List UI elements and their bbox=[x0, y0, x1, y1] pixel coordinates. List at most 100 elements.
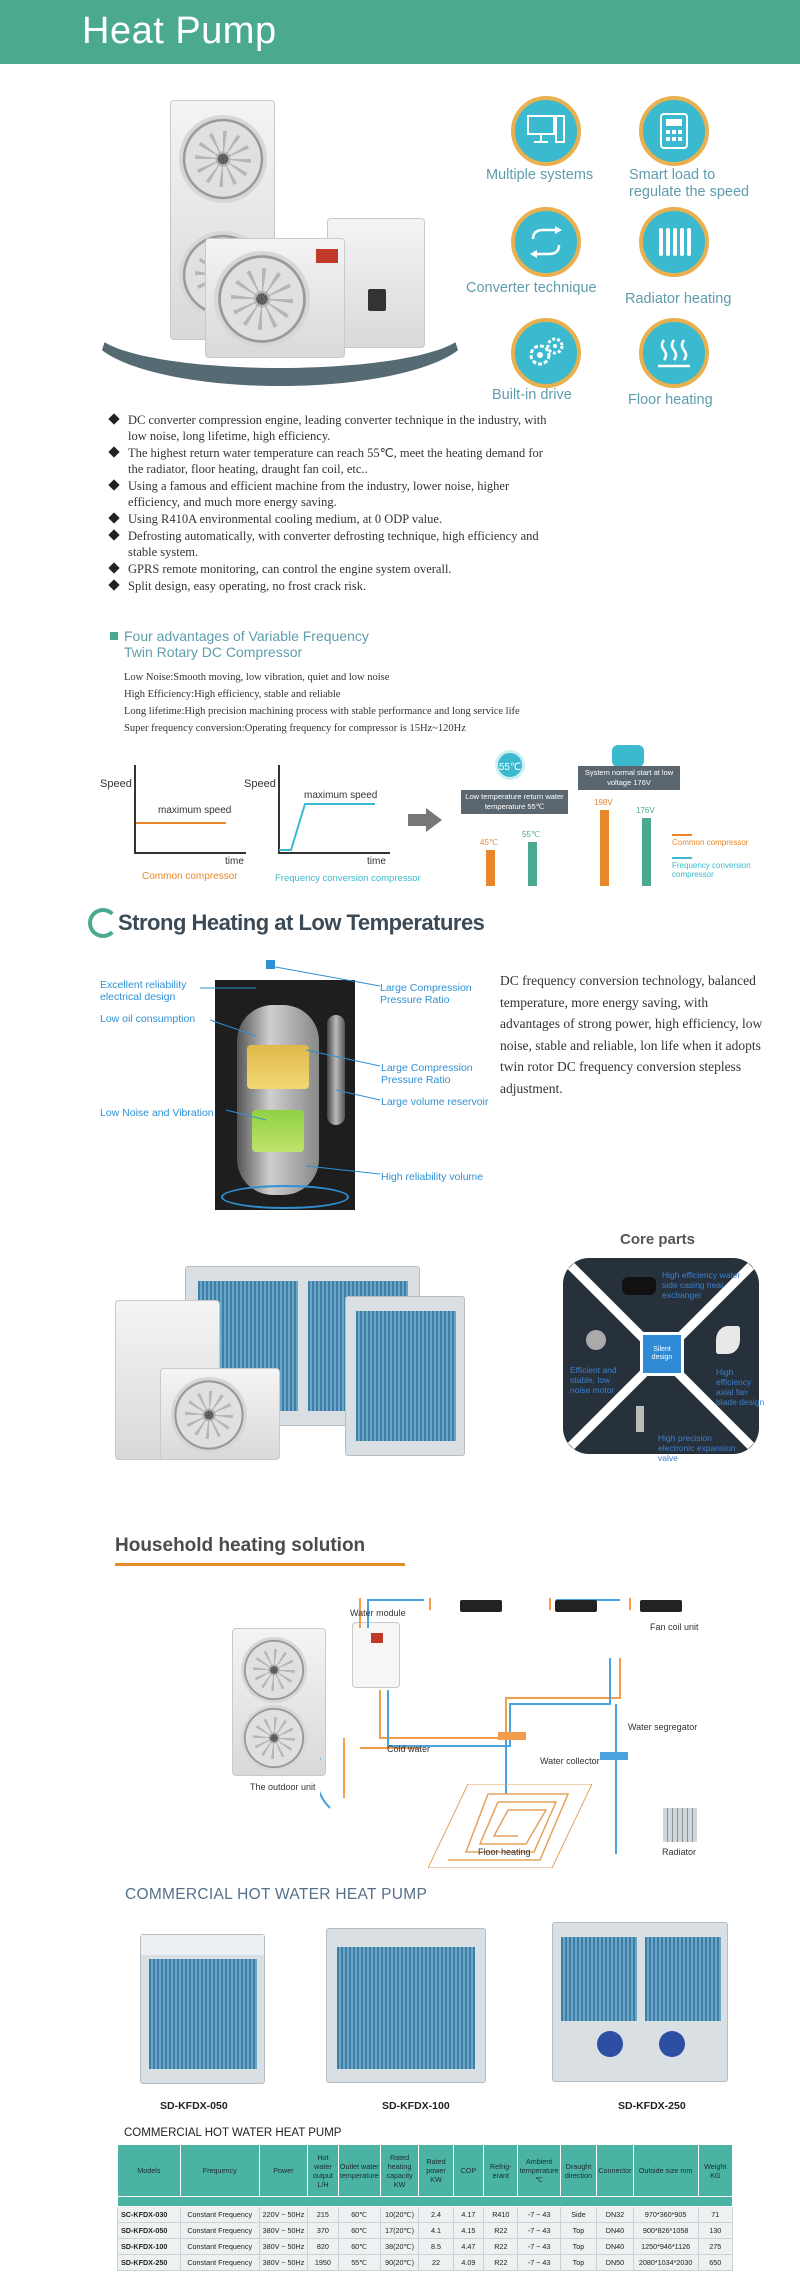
bullet-item: Using R410A environmental cooling medium… bbox=[108, 511, 548, 527]
grille bbox=[561, 1937, 637, 2021]
speed-chart-right-xlabel: time bbox=[367, 856, 386, 867]
bullet-item: Using a famous and efficient machine fro… bbox=[108, 478, 548, 510]
callout-noise: Low Noise and Vibration bbox=[100, 1107, 214, 1119]
table-cell: Constant Frequency bbox=[179, 2254, 260, 2271]
fan-icon bbox=[241, 1637, 307, 1703]
table-cell: 2080*1034*2030 bbox=[632, 2254, 699, 2271]
compressor-rotor bbox=[252, 1110, 304, 1152]
gears-icon bbox=[529, 337, 564, 366]
chart-value-label: 198V bbox=[594, 798, 613, 807]
table-cell: 10(20℃) bbox=[379, 2206, 420, 2223]
callout-pressure-2: Large Compression Pressure Ratio bbox=[381, 1062, 473, 1086]
col-header: Draught direction bbox=[559, 2144, 598, 2197]
table-cell: 970*360*905 bbox=[632, 2206, 699, 2223]
bullet-item: DC converter compression engine, leading… bbox=[108, 412, 548, 444]
feature-label: Floor heating bbox=[628, 392, 713, 408]
label-water-module: Water module bbox=[350, 1608, 406, 1618]
bar-chart-2: 198V 176V bbox=[594, 796, 658, 886]
table-cell: -7 ~ 43 bbox=[517, 2222, 561, 2239]
table-cell: 4.09 bbox=[452, 2254, 485, 2271]
advantages-title: Four advantages of Variable Frequency bbox=[124, 628, 369, 644]
pump-icon bbox=[659, 2031, 685, 2057]
core-parts-title: Core parts bbox=[620, 1231, 696, 1248]
bullet-item: The highest return water temperature can… bbox=[108, 445, 548, 477]
diamond-icon bbox=[108, 579, 120, 591]
col-header: Weight KG bbox=[697, 2144, 734, 2197]
legend-swatch-frequency bbox=[672, 857, 692, 859]
bar-chart-1-box-label: Low temperature return water temperature… bbox=[461, 790, 568, 814]
model-label: SD-KFDX-050 bbox=[160, 2100, 228, 2112]
outdoor-unit-diagram bbox=[232, 1628, 326, 1776]
chart-bar bbox=[528, 842, 537, 886]
label-floor-heating: Floor heating bbox=[478, 1847, 531, 1857]
table-cell-model: SC-KFDX-030 bbox=[117, 2206, 181, 2223]
control-panel-icon bbox=[368, 289, 386, 311]
chart-value-label: 45℃ bbox=[480, 838, 498, 847]
table-cell: 650 bbox=[697, 2254, 734, 2271]
grille bbox=[337, 1947, 475, 2069]
heat-waves-icon bbox=[658, 339, 690, 368]
col-header: Ambient temperature ℃ bbox=[517, 2144, 561, 2197]
advantage-line: Super frequency conversion:Operating fre… bbox=[124, 723, 466, 734]
chart-bar bbox=[642, 818, 651, 886]
core-bottom-text: High precision electronic expansion valv… bbox=[658, 1433, 736, 1463]
table-cell: 380V ~ 50Hz bbox=[258, 2254, 309, 2271]
table-title: COMMERCIAL HOT WATER HEAT PUMP bbox=[124, 2127, 342, 2139]
table-spacer-row bbox=[117, 2196, 733, 2207]
col-header: Refrig-erant bbox=[483, 2144, 519, 2197]
table-cell: Top bbox=[559, 2222, 598, 2239]
feature-label: Radiator heating bbox=[625, 291, 732, 307]
table-cell: 38(20℃) bbox=[379, 2238, 420, 2255]
table-cell: 215 bbox=[307, 2206, 339, 2223]
table-cell: 380V ~ 50Hz bbox=[258, 2238, 309, 2255]
col-header: Outlet water temperature bbox=[337, 2144, 381, 2197]
keypad-icon bbox=[660, 113, 688, 149]
motor-icon bbox=[586, 1330, 606, 1350]
legend-common: Common compressor bbox=[672, 838, 749, 847]
pump-icon bbox=[597, 2031, 623, 2057]
table-cell: 17(20℃) bbox=[379, 2222, 420, 2239]
table-cell: 1950 bbox=[307, 2254, 339, 2271]
arrow-right-icon bbox=[408, 808, 442, 832]
advantage-line: Low Noise:Smooth moving, low vibration, … bbox=[124, 672, 390, 683]
grille bbox=[149, 1959, 257, 2069]
speed-chart-right-y-axis bbox=[278, 765, 280, 853]
legend-frequency: Frequency conversion compressor bbox=[672, 861, 751, 879]
col-header: Rated power KW bbox=[418, 2144, 454, 2197]
title-underline bbox=[115, 1563, 405, 1566]
table-cell: -7 ~ 43 bbox=[517, 2238, 561, 2255]
header-bar bbox=[0, 0, 800, 64]
table-cell: 8.5 bbox=[418, 2238, 454, 2255]
chart-value-label: 176V bbox=[636, 806, 655, 815]
table-cell: R22 bbox=[483, 2254, 519, 2271]
fan-icon bbox=[241, 1705, 307, 1771]
fan-icon bbox=[179, 115, 267, 203]
compressor-motor bbox=[247, 1045, 309, 1089]
feature-bullet-list: DC converter compression engine, leading… bbox=[108, 412, 548, 595]
chart-value-label: 55℃ bbox=[522, 830, 540, 839]
col-header: Models bbox=[117, 2144, 181, 2197]
col-header: Connector bbox=[596, 2144, 634, 2197]
table-cell: 55℃ bbox=[337, 2254, 381, 2271]
callout-oil: Low oil consumption bbox=[100, 1013, 196, 1025]
commercial-title: COMMERCIAL HOT WATER HEAT PUMP bbox=[125, 1886, 428, 1903]
speed-chart-left-caption: Common compressor bbox=[142, 871, 238, 882]
feature-multiple-systems bbox=[511, 96, 581, 166]
label-fan-coil: Fan coil unit bbox=[650, 1622, 699, 1632]
fan-coil-unit-icon bbox=[640, 1600, 682, 1612]
grille bbox=[356, 1311, 456, 1441]
radiator-icon bbox=[659, 228, 691, 256]
feature-radiator bbox=[639, 207, 709, 277]
callout-pressure-1: Large Compression Pressure Ratio bbox=[380, 982, 472, 1006]
col-header: COP bbox=[452, 2144, 485, 2197]
table-cell: 380V ~ 50Hz bbox=[258, 2222, 309, 2239]
core-top-text: High efficiency water side casing heat e… bbox=[662, 1270, 741, 1300]
table-cell: 60℃ bbox=[337, 2206, 381, 2223]
commercial-unit-medium bbox=[345, 1296, 465, 1456]
diamond-icon bbox=[108, 529, 120, 541]
feature-label: Smart load to regulate the speed bbox=[629, 167, 750, 200]
table-cell: DN40 bbox=[596, 2222, 634, 2239]
table-cell: R22 bbox=[483, 2222, 519, 2239]
table-header-row: Models Frequency Power Hot water output … bbox=[117, 2144, 734, 2197]
callout-lines bbox=[200, 965, 381, 1175]
